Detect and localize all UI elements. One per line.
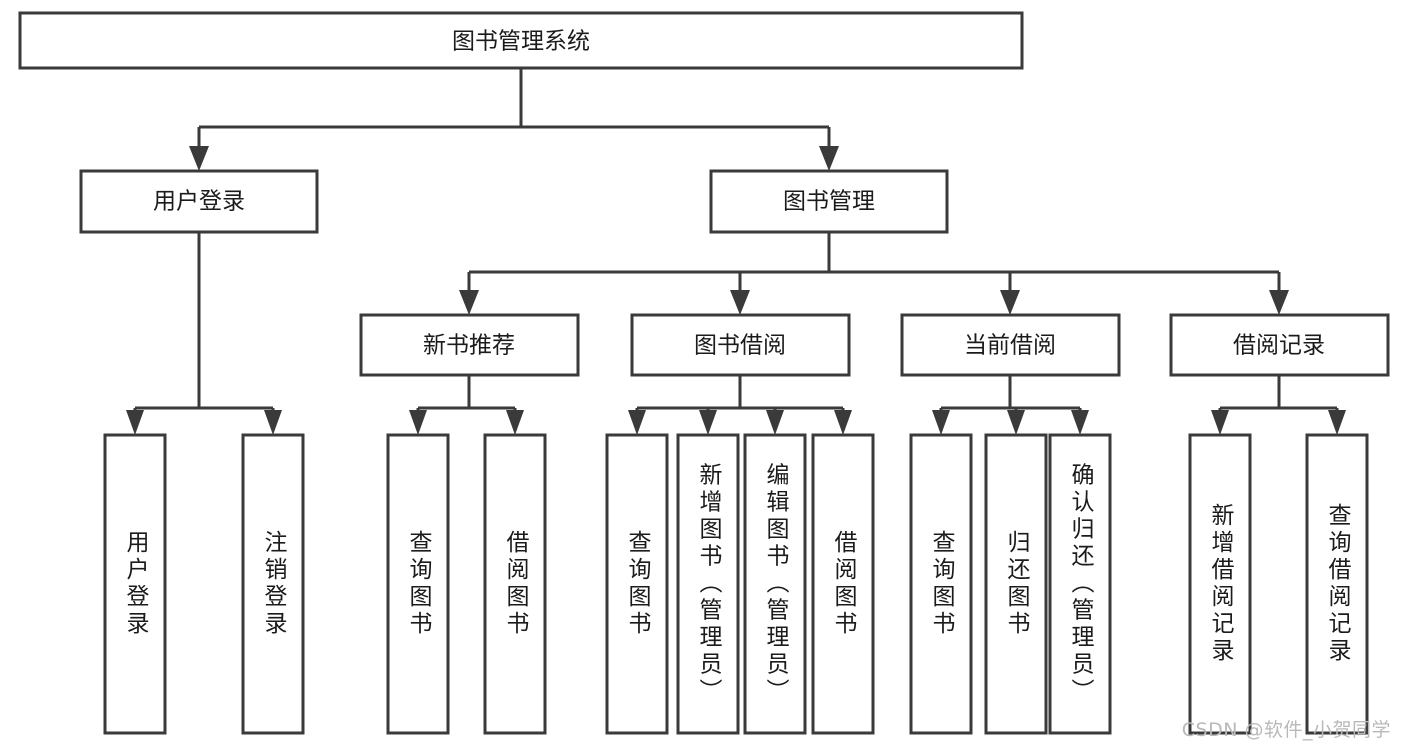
connector-group-new-book-recommend xyxy=(409,375,524,435)
node-book-borrow-label: 图书借阅 xyxy=(694,333,786,359)
arrow-head-leaf-query-book-3 xyxy=(932,410,950,435)
node-current-borrow[interactable]: 当前借阅 xyxy=(900,313,1121,377)
arrow-head-leaf-return-book xyxy=(1007,410,1025,435)
node-leaf-add-book-admin-label: 新增图书（管理员） xyxy=(695,463,723,706)
node-leaf-user-login-label: 用户登录 xyxy=(122,530,150,638)
node-book-management-label: 图书管理 xyxy=(783,189,875,215)
node-leaf-confirm-return-admin[interactable]: 确认归还（管理员） xyxy=(1048,433,1112,735)
node-new-book-recommend-box xyxy=(359,313,580,377)
node-book-borrow-box xyxy=(630,313,851,377)
node-leaf-logout-login-label: 注销登录 xyxy=(260,530,288,638)
node-leaf-return-book-box xyxy=(984,433,1048,735)
node-leaf-return-book-label: 归还图书 xyxy=(1003,530,1031,638)
arrow-head-leaf-add-book-admin xyxy=(699,410,717,435)
node-leaf-query-book-3-box xyxy=(909,433,973,735)
node-leaf-borrow-book-2-label: 借阅图书 xyxy=(830,530,858,638)
node-leaf-query-book-1-box xyxy=(386,433,450,735)
arrow-head-leaf-user-login xyxy=(126,410,144,435)
node-leaf-query-book-1[interactable]: 查询图书 xyxy=(386,433,450,735)
arrow-head-book-borrow xyxy=(730,290,750,315)
node-leaf-query-book-2[interactable]: 查询图书 xyxy=(605,433,669,735)
connector-group-current-borrow xyxy=(932,375,1089,435)
node-leaf-return-book[interactable]: 归还图书 xyxy=(984,433,1048,735)
node-borrow-record-label: 借阅记录 xyxy=(1233,333,1325,359)
arrow-head-current-borrow xyxy=(1000,290,1020,315)
arrow-head-leaf-query-book-2 xyxy=(628,410,646,435)
arrow-head-leaf-borrow-book-2 xyxy=(834,410,852,435)
node-leaf-logout-login-box xyxy=(241,433,305,735)
csdn-watermark: CSDN @软件_小贺同学 xyxy=(1181,719,1391,741)
node-leaf-query-book-2-box xyxy=(605,433,669,735)
connector-group-root xyxy=(189,68,839,171)
arrow-head-leaf-add-borrow-record xyxy=(1211,410,1229,435)
node-new-book-recommend[interactable]: 新书推荐 xyxy=(359,313,580,377)
node-root-box xyxy=(18,11,1024,70)
node-leaf-edit-book-admin-box xyxy=(743,433,807,735)
node-leaf-edit-book-admin[interactable]: 编辑图书（管理员） xyxy=(743,433,807,735)
node-new-book-recommend-label: 新书推荐 xyxy=(423,333,515,359)
node-user-login-label: 用户登录 xyxy=(153,189,245,215)
node-leaf-borrow-book-1-box xyxy=(483,433,547,735)
node-leaf-user-login[interactable]: 用户登录 xyxy=(103,433,167,735)
node-leaf-add-book-admin[interactable]: 新增图书（管理员） xyxy=(676,433,740,735)
node-leaf-borrow-book-1-label: 借阅图书 xyxy=(502,530,530,638)
node-leaf-query-book-3[interactable]: 查询图书 xyxy=(909,433,973,735)
arrow-head-user-login xyxy=(189,146,209,171)
node-user-login[interactable]: 用户登录 xyxy=(79,169,319,234)
node-current-borrow-box xyxy=(900,313,1121,377)
node-leaf-add-book-admin-box xyxy=(676,433,740,735)
node-leaf-query-book-3-label: 查询图书 xyxy=(928,530,956,638)
node-leaf-logout-login[interactable]: 注销登录 xyxy=(241,433,305,735)
node-leaf-query-borrow-record-box xyxy=(1305,433,1369,735)
node-book-borrow[interactable]: 图书借阅 xyxy=(630,313,851,377)
node-leaf-add-borrow-record-box xyxy=(1188,433,1252,735)
arrow-head-leaf-query-book-1 xyxy=(409,410,427,435)
arrow-head-leaf-query-borrow-record xyxy=(1328,410,1346,435)
node-leaf-borrow-book-2[interactable]: 借阅图书 xyxy=(811,433,875,735)
node-leaf-borrow-book-2-box xyxy=(811,433,875,735)
node-book-management-box xyxy=(709,169,949,234)
node-current-borrow-label: 当前借阅 xyxy=(964,333,1056,359)
node-leaf-add-borrow-record-label: 新增借阅记录 xyxy=(1207,503,1235,665)
arrow-head-leaf-logout-login xyxy=(264,410,282,435)
node-leaf-query-borrow-record[interactable]: 查询借阅记录 xyxy=(1305,433,1369,735)
node-root[interactable]: 图书管理系统 xyxy=(18,11,1024,70)
arrow-head-book-management xyxy=(819,146,839,171)
node-leaf-confirm-return-admin-label: 确认归还（管理员） xyxy=(1067,463,1095,706)
node-leaf-user-login-box xyxy=(103,433,167,735)
arrow-head-borrow-record xyxy=(1269,290,1289,315)
arrow-head-new-book-recommend xyxy=(459,290,479,315)
connector-group-user-login xyxy=(126,232,282,435)
arrow-head-leaf-confirm-return-admin xyxy=(1071,410,1089,435)
node-book-management[interactable]: 图书管理 xyxy=(709,169,949,234)
node-user-login-box xyxy=(79,169,319,234)
arrow-head-leaf-borrow-book-1 xyxy=(506,410,524,435)
node-leaf-edit-book-admin-label: 编辑图书（管理员） xyxy=(762,463,790,706)
node-leaf-query-book-2-label: 查询图书 xyxy=(624,530,652,638)
node-root-label: 图书管理系统 xyxy=(452,29,590,55)
node-leaf-query-book-1-label: 查询图书 xyxy=(405,530,433,638)
arrow-head-leaf-edit-book-admin xyxy=(766,410,784,435)
connector-group-borrow-record xyxy=(1211,375,1346,435)
node-borrow-record-box xyxy=(1169,313,1390,377)
node-leaf-confirm-return-admin-box xyxy=(1048,433,1112,735)
node-leaf-borrow-book-1[interactable]: 借阅图书 xyxy=(483,433,547,735)
node-borrow-record[interactable]: 借阅记录 xyxy=(1169,313,1390,377)
connector-group-book-management xyxy=(459,232,1289,315)
node-leaf-add-borrow-record[interactable]: 新增借阅记录 xyxy=(1188,433,1252,735)
connector-group-book-borrow xyxy=(628,375,852,435)
node-leaf-query-borrow-record-label: 查询借阅记录 xyxy=(1324,503,1352,665)
